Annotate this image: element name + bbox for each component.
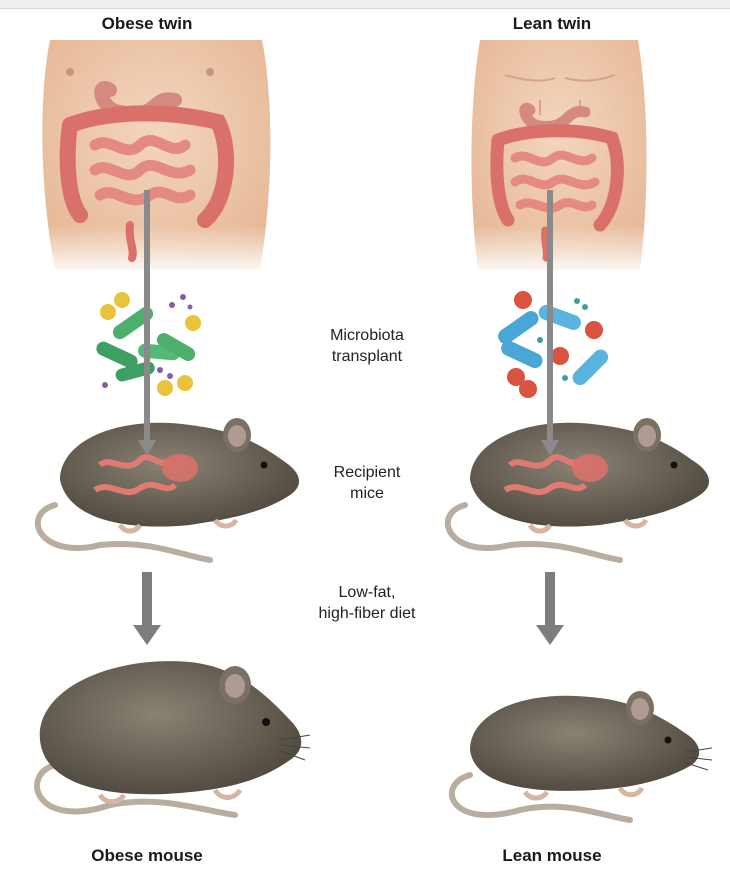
microbiota-transplant-label: Microbiota transplant (267, 325, 467, 367)
top-border (0, 0, 730, 9)
lean-microbiota (498, 291, 609, 398)
lean-recipient-mouse (444, 418, 710, 563)
label-line: transplant (331, 348, 403, 365)
obese-recipient-mouse (34, 418, 300, 563)
label-line: Low-fat, (338, 584, 396, 601)
lean-mouse-label: Lean mouse (502, 846, 602, 865)
obese-mouse-label: Obese mouse (91, 846, 203, 865)
nipple-right (206, 68, 214, 76)
tail (444, 502, 623, 563)
lean-twin-title: Lean twin (512, 14, 592, 33)
tail (34, 502, 213, 563)
nipple-left (66, 68, 74, 76)
label-line: Recipient (333, 464, 401, 481)
obese-mouse (34, 661, 311, 818)
obese-diet-arrow (133, 572, 161, 645)
label-line: Microbiota (330, 327, 404, 344)
obese-intestines (59, 81, 235, 262)
label-line: mice (350, 485, 384, 502)
diet-label: Low-fat, high-fiber diet (267, 582, 467, 624)
obese-twin-title: Obese twin (101, 14, 193, 33)
lean-mouse (449, 691, 713, 823)
recipient-mice-label: Recipient mice (267, 462, 467, 504)
obese-microbiota (96, 292, 201, 396)
lean-diet-arrow (536, 572, 564, 645)
label-line: high-fiber diet (318, 605, 416, 622)
lean-intestines (490, 102, 624, 262)
